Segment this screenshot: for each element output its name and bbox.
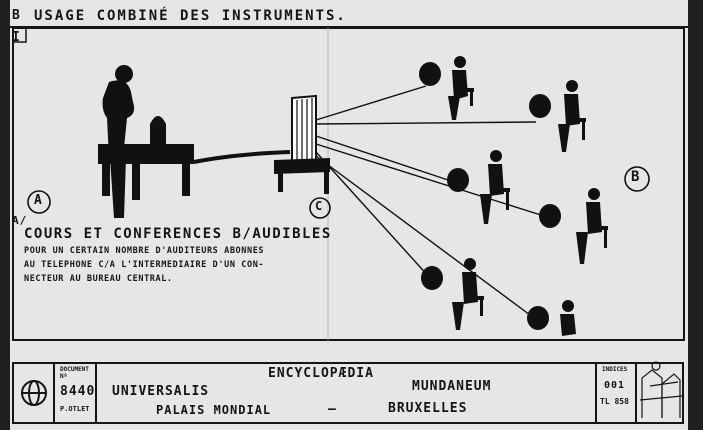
label-c: C [315, 199, 324, 213]
footer-universalis: UNIVERSALIS [112, 384, 210, 399]
subscriber-3 [447, 150, 510, 224]
document-number: 8440 [60, 384, 96, 399]
subscriber-5 [421, 258, 484, 330]
globe-icon [21, 380, 47, 406]
document-author: P.OTLET [60, 405, 90, 413]
index-1: 001 [604, 380, 626, 391]
document-label: DOCUMENT Nº [60, 366, 89, 380]
subscriber-1 [419, 56, 474, 120]
plate-mark-box [12, 27, 27, 43]
plate-mark: I [12, 30, 21, 45]
diagram-frame [12, 27, 685, 341]
cable-desk-to-connector [193, 150, 291, 164]
speaker-at-desk-figure [98, 65, 194, 218]
caption-line-2: POUR UN CERTAIN NOMBRE D'AUDITEURS ABONN… [24, 246, 265, 256]
index-2: TL 858 [600, 397, 629, 406]
label-c-circle [309, 197, 331, 219]
caption-line-3: AU TELEPHONE C/A L'INTERMEDIAIRE D'UN CO… [24, 260, 265, 270]
label-a-circle [27, 190, 51, 214]
caption-prefix-a: A/ [12, 214, 28, 227]
plate-sheet: B USAGE COMBINÉ DES INSTRUMENTS. I A C B… [10, 0, 688, 430]
caption-line-4: NECTEUR AU BUREAU CENTRAL. [24, 274, 173, 284]
subscriber-2 [529, 80, 586, 152]
footer-bruxelles: BRUXELLES [388, 401, 468, 416]
footer-dividers [53, 362, 637, 424]
caption-line-1: COURS ET CONFERENCES B/AUDIBLES [24, 226, 332, 242]
label-a: A [34, 193, 43, 208]
palace-sketch-icon [639, 361, 683, 418]
subscriber-6 [527, 300, 576, 336]
index-label: INDICES [602, 366, 628, 373]
title-letter: B [12, 8, 21, 23]
label-b-circle [624, 166, 650, 192]
plate-title: USAGE COMBINÉ DES INSTRUMENTS. [34, 8, 347, 24]
footer-dash: – [328, 402, 337, 417]
label-b: B [631, 169, 641, 185]
subscriber-4 [539, 188, 608, 264]
footer-palais-mondial: PALAIS MONDIAL [156, 403, 272, 417]
central-connector [274, 94, 330, 194]
diagram-drawing [10, 26, 688, 424]
footer-mundaneum: MUNDANEUM [412, 379, 492, 394]
footer-cartouche [12, 362, 684, 424]
footer-encyclopaedia: ENCYCLOPÆDIA [268, 366, 374, 381]
